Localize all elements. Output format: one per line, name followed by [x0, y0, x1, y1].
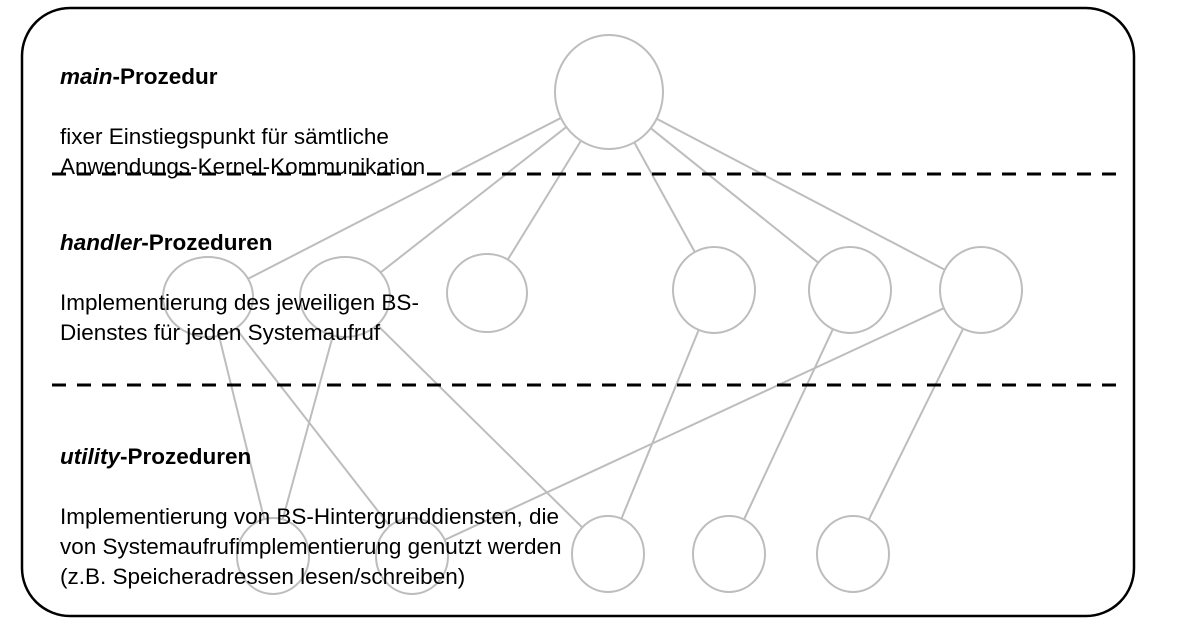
graph-node-h1: [162, 256, 254, 338]
section-label-handler: handler-Prozeduren Implementierung des j…: [60, 198, 419, 378]
graph-edge-h4-u3: [620, 329, 700, 520]
graph-edge-h2-u1: [281, 335, 334, 520]
graph-edge-main1-h3: [506, 140, 582, 261]
section-label-utility: utility-Prozeduren Implementierung von B…: [60, 412, 562, 622]
graph-node-h5: [808, 246, 892, 334]
graph-node-u1: [236, 517, 310, 595]
graph-edge-h1-u1: [217, 335, 266, 520]
graph-edge-h6-u5: [867, 328, 965, 521]
outer-rounded-border: [20, 6, 1136, 618]
graph-node-h2: [299, 256, 391, 338]
graph-edge-h2-u3: [376, 324, 583, 529]
section-body-utility: Implementierung von BS-Hintergrunddienst…: [60, 504, 562, 589]
graph-node-u2: [375, 517, 449, 595]
graph-edge-main1-h2: [379, 126, 567, 274]
graph-node-u4: [692, 515, 766, 593]
section-title-utility-keyword: utility: [60, 444, 120, 469]
section-body-handler: Implementierung des jeweiligen BS- Diens…: [60, 290, 419, 345]
section-title-handler: handler-Prozeduren: [60, 228, 419, 258]
section-title-main-keyword: main: [60, 64, 113, 89]
dividers-group: [52, 172, 1126, 387]
graph-edge-h5-u4: [743, 328, 834, 520]
graph-node-u3: [571, 515, 645, 593]
section-title-utility: utility-Prozeduren: [60, 442, 562, 472]
graph-node-h3: [446, 253, 528, 333]
section-title-main-rest: -Prozedur: [112, 64, 218, 89]
section-title-handler-rest: -Prozeduren: [141, 230, 273, 255]
graph-edge-main1-h4: [633, 141, 696, 253]
nodes-group: [162, 34, 1023, 595]
graph-node-h4: [672, 246, 756, 334]
graph-node-u5: [816, 515, 890, 593]
graph-node-h6: [939, 246, 1023, 334]
graph-edge-h1-u2: [235, 327, 391, 527]
graph-node-main1: [554, 34, 664, 150]
graph-edge-h6-u2: [444, 307, 945, 541]
section-body-main: fixer Einstiegspunkt für sämtliche Anwen…: [60, 124, 426, 179]
graph-edge-main1-h5: [650, 127, 819, 264]
section-label-main: main-Prozedur fixer Einstiegspunkt für s…: [60, 32, 425, 212]
edges-group: [217, 117, 965, 541]
section-title-utility-rest: -Prozeduren: [120, 444, 252, 469]
graph-edge-main1-h6: [656, 117, 946, 271]
section-title-handler-keyword: handler: [60, 230, 142, 255]
section-title-main: main-Prozedur: [60, 62, 425, 92]
graph-edge-main1-h1: [247, 117, 562, 280]
